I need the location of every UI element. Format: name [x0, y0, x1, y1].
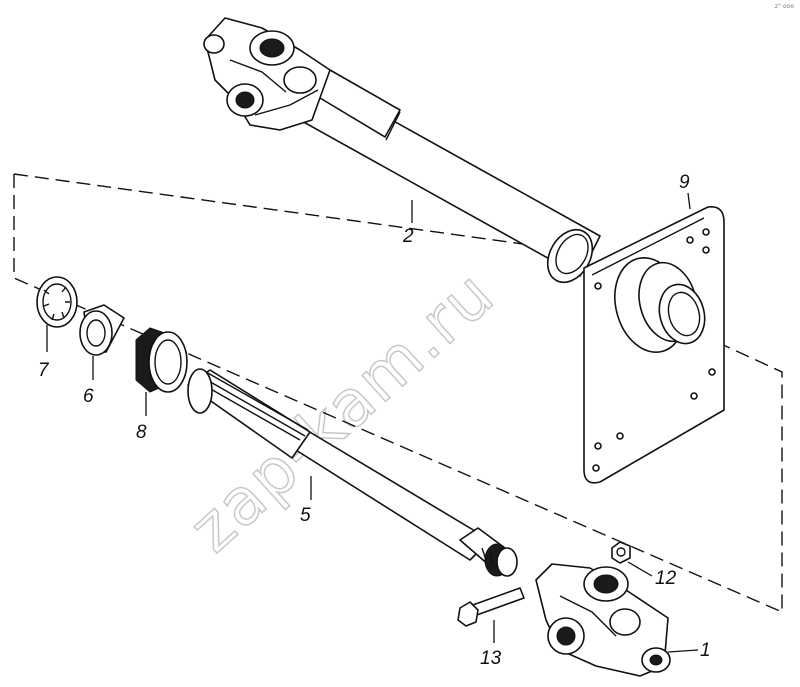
callout-2-label: 2 — [402, 226, 414, 247]
part-2-upper-shaft — [203, 17, 601, 284]
part-6-bushing — [79, 304, 125, 356]
part-13-bolt — [457, 587, 525, 627]
assembly-outline — [13, 174, 783, 614]
callout-1: 1 — [667, 640, 711, 661]
callout-7: 7 — [38, 325, 50, 381]
part-8-bearing-sleeve — [135, 327, 188, 393]
callout-6-label: 6 — [83, 386, 94, 407]
callout-2: 2 — [402, 200, 414, 247]
part-9-flange-plate — [583, 205, 725, 484]
callout-6: 6 — [83, 356, 94, 407]
callout-13-label: 13 — [480, 648, 502, 669]
callout-8-label: 8 — [136, 422, 147, 443]
callout-5-label: 5 — [300, 505, 311, 526]
callout-12-label: 12 — [655, 568, 677, 589]
corner-mark: z° ooo — [774, 3, 794, 10]
callout-1-label: 1 — [700, 640, 711, 661]
callout-9: 9 — [679, 172, 691, 210]
callout-5: 5 — [300, 476, 312, 526]
callout-12: 12 — [627, 561, 677, 589]
callout-9-label: 9 — [679, 172, 690, 193]
part-12-nut — [611, 541, 631, 564]
callout-7-label: 7 — [38, 360, 50, 381]
callout-8: 8 — [136, 392, 147, 443]
part-5-splined-shaft — [187, 368, 518, 577]
callout-13: 13 — [480, 620, 502, 669]
part-7-lock-washer — [36, 276, 78, 328]
assembly-outline-top — [13, 173, 597, 255]
part-1-lower-joint — [535, 563, 671, 677]
